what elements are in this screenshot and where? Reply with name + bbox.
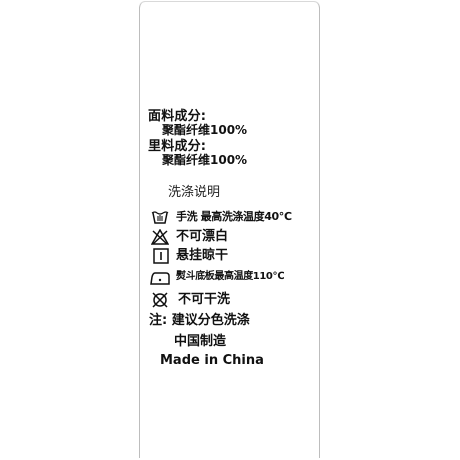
care-text-hand-wash: 手洗 最高洗涤温度40℃ <box>176 210 292 223</box>
care-text-iron: 熨斗底板最高温度110℃ <box>176 271 285 282</box>
lining-fabric-value: 聚酯纤维100% <box>162 153 248 167</box>
outer-fabric-value: 聚酯纤维100% <box>162 123 248 137</box>
clothing-care-label <box>139 1 320 458</box>
origin-english: Made in China <box>160 353 264 368</box>
do-not-dry-clean-icon <box>151 292 169 308</box>
do-not-bleach-icon <box>151 229 169 245</box>
hand-wash-icon <box>151 209 169 225</box>
lining-fabric-heading: 里料成分: <box>148 139 207 154</box>
outer-fabric-heading: 面料成分: <box>148 109 207 124</box>
origin-chinese: 中国制造 <box>174 334 227 349</box>
iron-icon <box>149 270 171 286</box>
care-text-do-not-bleach: 不可漂白 <box>176 229 229 244</box>
care-text-do-not-dry-clean: 不可干洗 <box>178 292 231 307</box>
wash-note: 注: 建议分色洗涤 <box>149 313 250 328</box>
hang-dry-icon <box>152 248 170 264</box>
care-instructions-title: 洗涤说明 <box>168 185 221 200</box>
care-text-hang-dry: 悬挂晾干 <box>176 248 229 263</box>
